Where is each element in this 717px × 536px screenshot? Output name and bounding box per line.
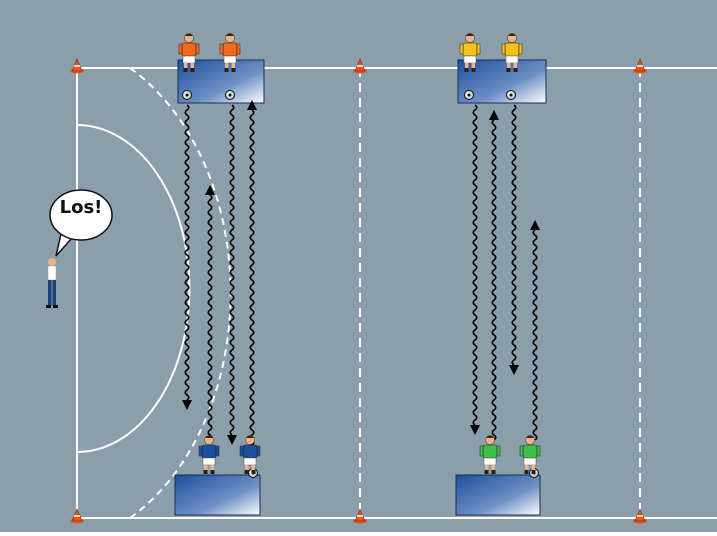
arrow-head	[182, 400, 192, 410]
cone-icon	[70, 58, 84, 74]
player-icon	[519, 435, 541, 474]
arrow-head	[247, 100, 257, 110]
arrow-head	[227, 435, 237, 445]
cone-icon	[70, 508, 84, 524]
ball-icon	[464, 90, 474, 100]
player-icon	[198, 435, 220, 474]
arrow-head	[489, 110, 499, 120]
ball-icon	[506, 90, 516, 100]
cone-icon	[633, 58, 647, 74]
player-icon	[479, 435, 501, 474]
start-box	[455, 474, 541, 516]
player-icon	[459, 33, 481, 72]
cone-icon	[353, 508, 367, 524]
boxes-layer	[174, 59, 547, 516]
wavy-arrow	[184, 104, 190, 401]
players-layer	[178, 33, 541, 474]
cone-icon	[633, 508, 647, 524]
speech-bubble	[49, 189, 113, 257]
wavy-arrow	[229, 104, 235, 436]
player-icon	[501, 33, 523, 72]
player-icon	[178, 33, 200, 72]
ball-icon	[225, 90, 235, 100]
arrows-layer	[182, 100, 540, 456]
wavy-arrow	[532, 229, 538, 441]
wavy-arrow	[472, 104, 478, 426]
ball-icon	[182, 90, 192, 100]
speech-bubble-text: Los!	[59, 197, 103, 218]
cones-layer	[70, 58, 647, 524]
wavy-arrow	[207, 194, 213, 441]
arrow-head	[205, 185, 215, 195]
player-icon	[239, 435, 261, 474]
arrow-head	[470, 425, 480, 435]
wavy-arrow	[511, 104, 517, 366]
arrow-head	[509, 365, 519, 375]
wavy-arrow	[491, 119, 497, 441]
cone-icon	[353, 58, 367, 74]
arrow-head	[530, 220, 540, 230]
wavy-arrow	[249, 109, 255, 456]
coach-icon	[46, 258, 58, 308]
start-box	[174, 474, 261, 516]
player-icon	[219, 33, 241, 72]
